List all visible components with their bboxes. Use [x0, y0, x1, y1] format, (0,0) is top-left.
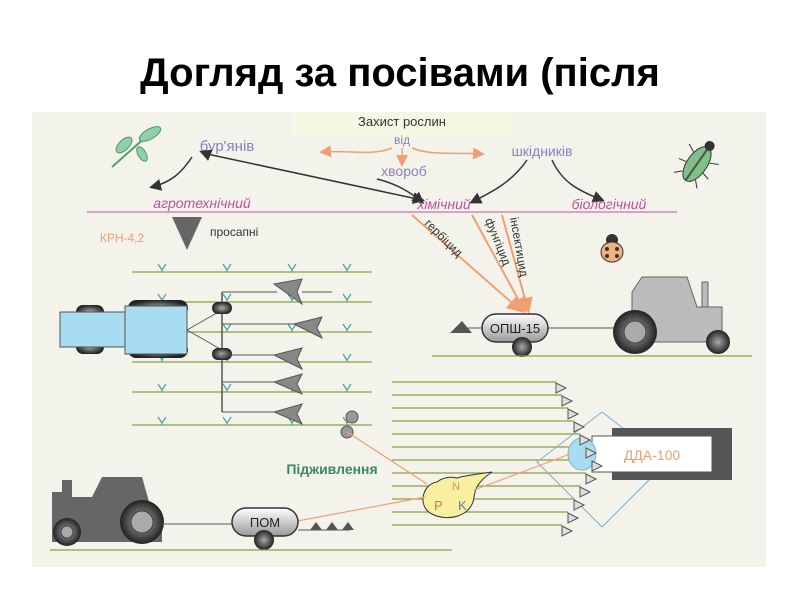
sprout-icon: [222, 416, 232, 425]
diagram-figure: Захист рослин від бур'янів хвороб шкідни…: [32, 112, 766, 567]
header-bg: [292, 112, 512, 138]
title-line-1: Догляд за посівами (після: [140, 51, 660, 95]
sprout-icon: [342, 293, 352, 302]
sprout-icon: [342, 323, 352, 332]
dda-label: ДДА-100: [624, 447, 681, 463]
sprout-icon: [342, 383, 352, 392]
sprout-icon: [157, 416, 167, 425]
method-biological: біологічний: [572, 196, 647, 212]
beetle-icon: [673, 140, 719, 189]
cultivator-label: КРН-4,2: [100, 231, 145, 245]
ladybug-icon: [600, 234, 624, 263]
cultivator-note: просапні: [210, 225, 258, 239]
chemical-rays: [411, 214, 533, 314]
feeder-label: ПОМ: [250, 515, 280, 530]
sprout-icon: [342, 263, 352, 272]
cultivator-tractor-icon: [59, 292, 232, 412]
sprout-icon: [157, 263, 167, 272]
crop-rows: [132, 263, 592, 526]
nozzle-icon: [561, 395, 574, 407]
sprayer-tractor-icon: [450, 276, 730, 357]
dda-machine-icon: [536, 411, 732, 528]
nutrient-p: P: [434, 498, 443, 513]
feeder-tractor-icon: [52, 477, 354, 550]
sprout-icon: [287, 323, 297, 332]
sprout-icon: [287, 263, 297, 272]
nozzle-icon: [561, 525, 574, 537]
nozzle-icon: [555, 382, 568, 394]
diagram-canvas: Захист рослин від бур'янів хвороб шкідни…: [50, 112, 752, 551]
sprayer-label: ОПШ-15: [490, 321, 540, 336]
target-diseases: хвороб: [381, 163, 427, 179]
nozzle-icon: [567, 512, 580, 524]
method-arrows: [149, 149, 605, 204]
dda-nozzles: [555, 382, 604, 537]
nutrient-k: K: [458, 498, 467, 513]
nozzle-icon: [573, 421, 586, 433]
method-chemical: хімічний: [416, 196, 471, 212]
sprout-icon: [222, 323, 232, 332]
sprout-icon: [222, 383, 232, 392]
target-weeds: бур'янів: [200, 138, 255, 155]
split-arrows: [319, 145, 485, 167]
diagram-header: Захист рослин: [358, 114, 446, 129]
sprout-icon: [157, 383, 167, 392]
target-pests: шкідників: [512, 143, 573, 159]
sprout-icon: [222, 293, 232, 302]
nozzle-icon: [585, 447, 598, 459]
fertilizing-lines: [291, 431, 571, 523]
cultivator-blade-icon: [172, 217, 202, 250]
method-agrotechnical: агротехнічний: [153, 195, 251, 211]
cultivator-tools: [222, 278, 359, 439]
fertilizing-label: Підживлення: [286, 461, 377, 477]
nozzle-icon: [579, 486, 592, 498]
fertilizer-bubble-icon: [422, 471, 493, 519]
nozzle-icon: [585, 473, 598, 485]
nutrient-n: N: [452, 481, 460, 493]
chem-herbicide: гербіцид: [422, 216, 466, 260]
from-label: від: [394, 133, 410, 147]
leaf-icon: [111, 126, 162, 168]
nozzle-icon: [579, 434, 592, 446]
nozzle-icon: [567, 408, 580, 420]
nozzle-icon: [591, 460, 604, 472]
sprout-icon: [222, 263, 232, 272]
nozzle-icon: [573, 499, 586, 511]
sprout-icon: [342, 353, 352, 362]
